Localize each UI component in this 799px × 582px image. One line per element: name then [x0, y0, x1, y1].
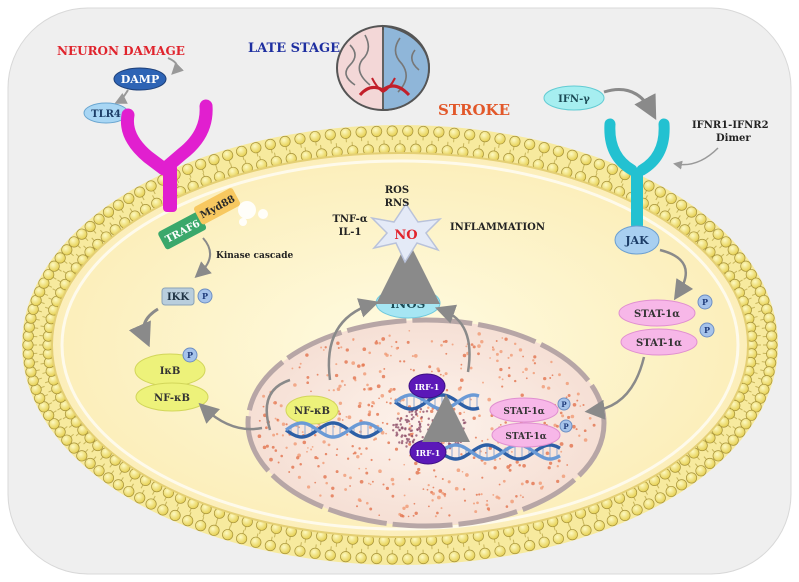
ikb-nfkb-complex: IκB NF-κB P	[134, 347, 209, 412]
damp-label: DAMP	[121, 73, 160, 86]
stat-nuclear-1-label: STAT-1α	[503, 407, 544, 417]
ifnr-dimer-label: Dimer	[716, 133, 751, 144]
stat-cyto-p2: P	[704, 325, 710, 335]
dna-helix-3	[439, 443, 561, 461]
stat-nuclear-1	[489, 397, 559, 423]
ifn-gamma	[543, 85, 605, 111]
ifnr-receptor	[604, 118, 670, 228]
phospholipid-outer-layer	[22, 125, 778, 565]
stat-nuclear-2	[491, 422, 561, 448]
stat-nuclear-p2: P	[563, 422, 569, 431]
kinase-cascade-label: Kinase cascade	[216, 251, 294, 261]
ifn-gamma-label: IFN-γ	[558, 94, 590, 105]
damp-molecule	[113, 67, 167, 91]
inos-label: iNOS	[391, 297, 426, 311]
ikk-phospho	[197, 288, 213, 304]
ikb-phospho-label: P	[187, 350, 193, 360]
ikk-phospho-label: P	[202, 291, 208, 301]
tlr4-label: TLR4	[91, 109, 121, 120]
nfkb-cyto-label: NF-κB	[154, 393, 190, 404]
nfkb-nuclear-label: NF-κB	[294, 406, 330, 417]
stat-cyto-p1: P	[702, 297, 708, 307]
no-star	[369, 202, 443, 264]
tnf-label: TNF-α	[332, 214, 367, 225]
rns-label: RNS	[385, 198, 410, 209]
dna-helix-1	[285, 421, 383, 439]
jak-label: JAK	[624, 234, 649, 247]
late-stage-label: LATE STAGE	[248, 41, 340, 56]
irf1-top-label: IRF-1	[415, 382, 440, 392]
stat-nuclear-2-label: STAT-1α	[505, 432, 546, 442]
ros-label: ROS	[385, 185, 409, 196]
nfkb-nuclear	[285, 395, 339, 425]
tlr4-receptor	[120, 99, 213, 212]
neuron-damage-label: NEURON DAMAGE	[57, 44, 185, 58]
stat-cyto-1-label: STAT-1α	[634, 309, 680, 320]
ifnr-label: IFNR1-IFNR2	[692, 120, 769, 131]
stat-cyto-2	[620, 328, 698, 356]
stat-cyto-1	[618, 299, 696, 327]
ikk-label: IKK	[167, 292, 189, 303]
stat-nuclear-p1: P	[561, 400, 567, 409]
brain-icon	[336, 24, 431, 112]
il1-label: IL-1	[339, 227, 362, 238]
ikk-block	[161, 287, 195, 306]
no-label: NO	[394, 228, 417, 243]
stroke-label: STROKE	[438, 101, 510, 119]
inflammation-label: INFLAMMATION	[450, 222, 545, 233]
irf1-bottom-label: IRF-1	[416, 448, 441, 458]
stat-cyto-2-label: STAT-1α	[636, 338, 682, 349]
jak-kinase	[614, 225, 660, 255]
ikb-label: IκB	[160, 366, 181, 377]
ikb-phospho	[182, 347, 198, 363]
